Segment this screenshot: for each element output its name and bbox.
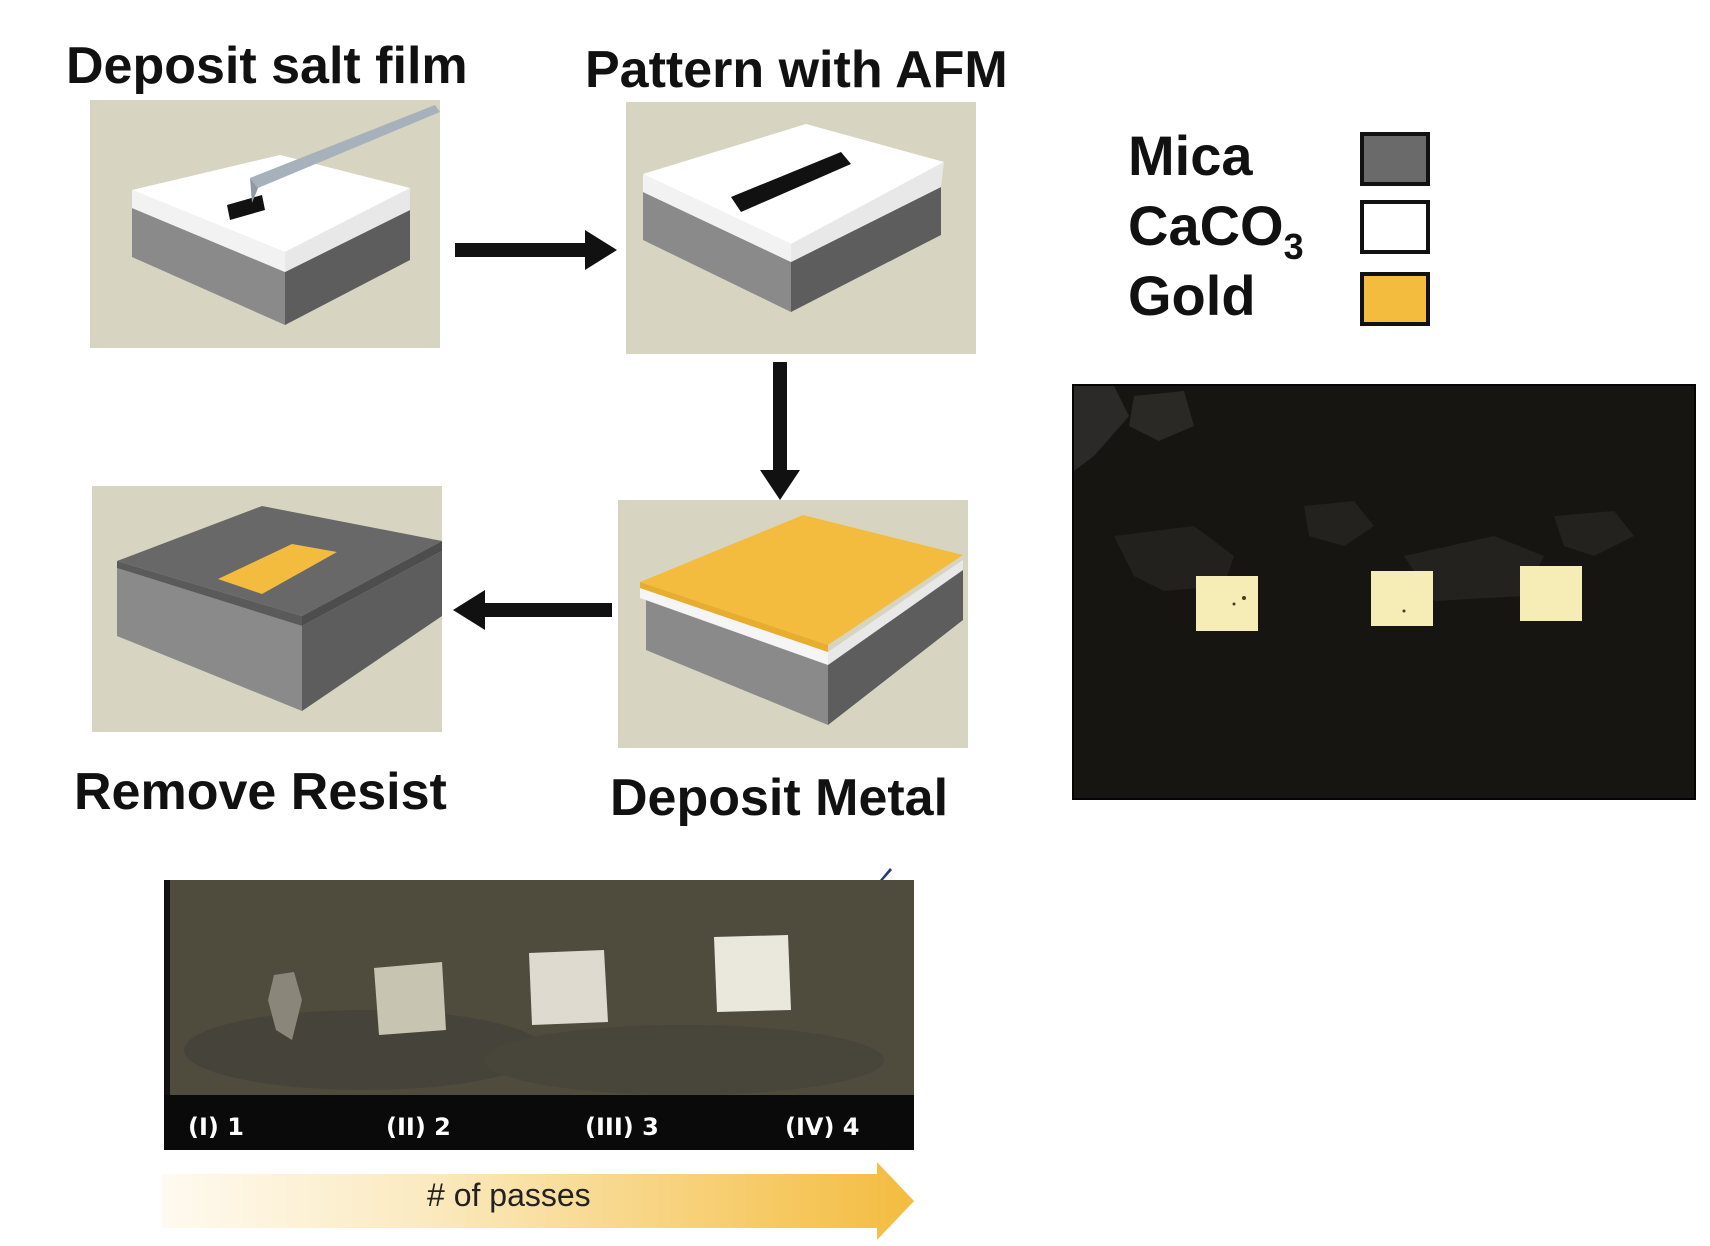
- caco3-left-edge: [132, 190, 285, 272]
- pad-pass-4: [714, 935, 791, 1012]
- gold-pad: [1196, 576, 1258, 631]
- pass-label-2: (II) 2: [386, 1113, 451, 1141]
- patterned-trench: [731, 152, 851, 212]
- panel-deposit-metal: [618, 500, 968, 748]
- legend-label-gold: Gold: [1128, 264, 1256, 327]
- corner-mark-icon: [880, 868, 892, 880]
- mica-left-face: [643, 192, 791, 312]
- arrow-right-icon: [455, 230, 617, 270]
- micrograph-passes: [164, 880, 914, 1150]
- gold-pad: [1520, 566, 1582, 621]
- micrograph-image: [1074, 386, 1694, 798]
- afm-pattern-illustration: [643, 124, 944, 312]
- gold-edge: [640, 582, 828, 652]
- panel-remove-resist: [92, 486, 442, 732]
- mica-right-face: [302, 551, 442, 711]
- step-title-remove-resist: Remove Resist: [74, 763, 447, 821]
- salt-film-illustration: [132, 105, 440, 325]
- pad-pass-1: [268, 972, 302, 1040]
- legend-label-mica: Mica: [1128, 124, 1253, 187]
- arrow-down-icon: [760, 362, 800, 500]
- panel-deposit-salt-film: [90, 100, 440, 348]
- mica-right-face: [791, 187, 941, 312]
- caco3-right-edge: [285, 188, 410, 272]
- gold-pad: [1371, 571, 1433, 626]
- mica-left-face: [646, 595, 828, 725]
- pad-pass-3: [529, 950, 608, 1025]
- pass-label-3: (III) 3: [585, 1113, 659, 1141]
- caco3-edge: [640, 588, 828, 665]
- legend-label-caco3-text: CaCO: [1128, 194, 1284, 257]
- deposit-metal-illustration: [640, 515, 963, 725]
- mica-right-face: [285, 210, 410, 325]
- caco3-left-edge: [643, 174, 791, 262]
- panel-pattern-with-afm: [626, 102, 976, 354]
- afm-tip: [250, 178, 258, 203]
- legend-swatch-gold: [1360, 272, 1430, 326]
- caco3-edge-right: [828, 560, 963, 665]
- step-title-deposit-salt-film: Deposit salt film: [66, 37, 468, 95]
- passes-arrow-label: # of passes: [427, 1177, 591, 1213]
- mica-top-edge-right: [302, 541, 442, 626]
- caco3-right-edge: [791, 162, 944, 262]
- mica-right-face: [828, 565, 963, 725]
- remove-resist-illustration: [117, 506, 442, 711]
- pad-pass-2: [374, 962, 446, 1035]
- passes-image: [164, 880, 914, 1150]
- pattern-hole: [227, 195, 265, 220]
- mica-left-face: [132, 208, 285, 325]
- pass-label-1: (I) 1: [188, 1113, 244, 1141]
- mica-left-face: [117, 568, 302, 711]
- step-title-deposit-metal: Deposit Metal: [610, 769, 949, 827]
- passes-gradient-arrow-icon: [162, 1162, 914, 1240]
- mica-top-edge: [117, 561, 302, 626]
- arrow-left-icon: [453, 590, 612, 630]
- gold-pattern: [218, 544, 337, 594]
- legend-swatch-caco3: [1360, 200, 1430, 254]
- afm-cantilever: [250, 105, 440, 188]
- caco3-top-layer: [132, 155, 410, 252]
- step-title-pattern-with-afm: Pattern with AFM: [585, 41, 1008, 99]
- legend-label-caco3-subscript: 3: [1283, 226, 1304, 267]
- micrograph-gold-pads: [1072, 384, 1696, 800]
- pass-label-strip: [164, 1095, 914, 1150]
- gold-top-layer: [640, 515, 963, 645]
- legend-swatch-mica: [1360, 132, 1430, 186]
- pass-label-4: (IV) 4: [785, 1113, 860, 1141]
- legend-label-caco3: CaCO3: [1128, 198, 1304, 265]
